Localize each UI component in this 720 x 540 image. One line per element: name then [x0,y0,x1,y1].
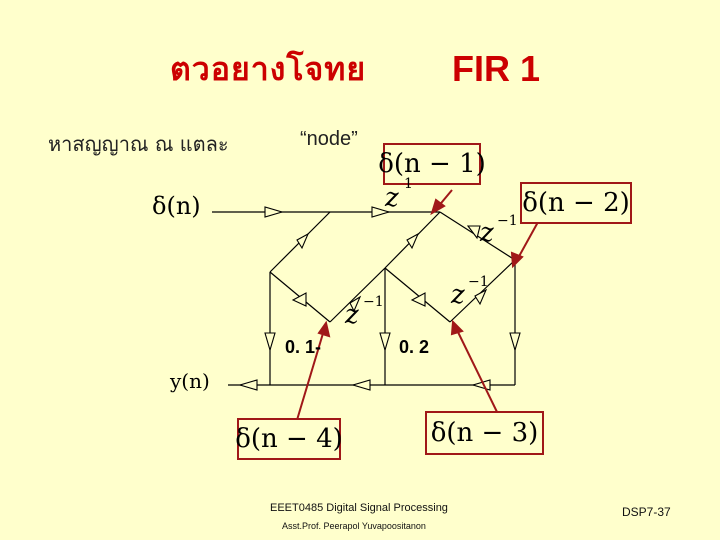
arrow [296,232,310,250]
arrow [349,295,362,313]
delay-exponent-3: −1 [468,274,489,290]
callout-arrowhead [510,251,524,269]
arrow [264,332,276,352]
label-delta-n-minus-3: δ(n − 3) [425,411,544,455]
callout-line [296,329,325,421]
footer-page-number: DSP7-37 [622,505,671,519]
arrow [509,332,521,352]
delay-label-1: z [385,183,399,213]
label-delta-n-minus-1: δ(n − 1) [378,143,486,185]
delay-label-2: z [480,218,494,248]
delay-label-4: z [345,300,359,330]
arrow [379,332,391,352]
delay-branch [384,267,451,323]
callout-line [516,221,539,261]
slide-title-thai: ตวอยางโจทย [170,50,367,88]
input-signal-label: δ(n) [152,192,201,220]
arrow [466,225,481,240]
subtitle-node: “node” [300,128,358,150]
callout-arrowhead [317,320,331,338]
delay-exponent-2: −1 [497,213,518,229]
arrow [371,206,391,218]
arrow [474,288,488,306]
coefficient-1: 0. 1- [285,337,322,357]
delay-label-3: z [451,280,465,310]
subtitle-thai: หาสญญาณ ณ แตละ [48,132,229,156]
branch [449,259,516,323]
output-signal-label: y(n) [170,369,210,393]
arrow [238,379,258,391]
footer-course: EEET0485 Digital Signal Processing [270,502,448,514]
arrow [410,292,426,307]
callout-arrowhead [430,198,446,216]
label-delta-n-minus-4: δ(n − 4) [235,418,343,460]
delay-exponent-4: −1 [363,294,384,310]
arrow [351,379,371,391]
branch [329,267,386,323]
arrow [264,206,284,218]
delay-exponent-1: 1 [404,176,413,192]
slide-title-fir: FIR 1 [452,48,541,89]
callout-arrowhead [450,319,464,336]
arrow [291,292,307,307]
label-delta-n-minus-2: δ(n − 2) [520,182,632,224]
arrow [406,232,420,250]
callout-line [455,327,499,415]
coefficient-2: 0. 2 [399,337,430,357]
footer-author: Asst.Prof. Peerapol Yuvapoositanon [282,521,426,531]
